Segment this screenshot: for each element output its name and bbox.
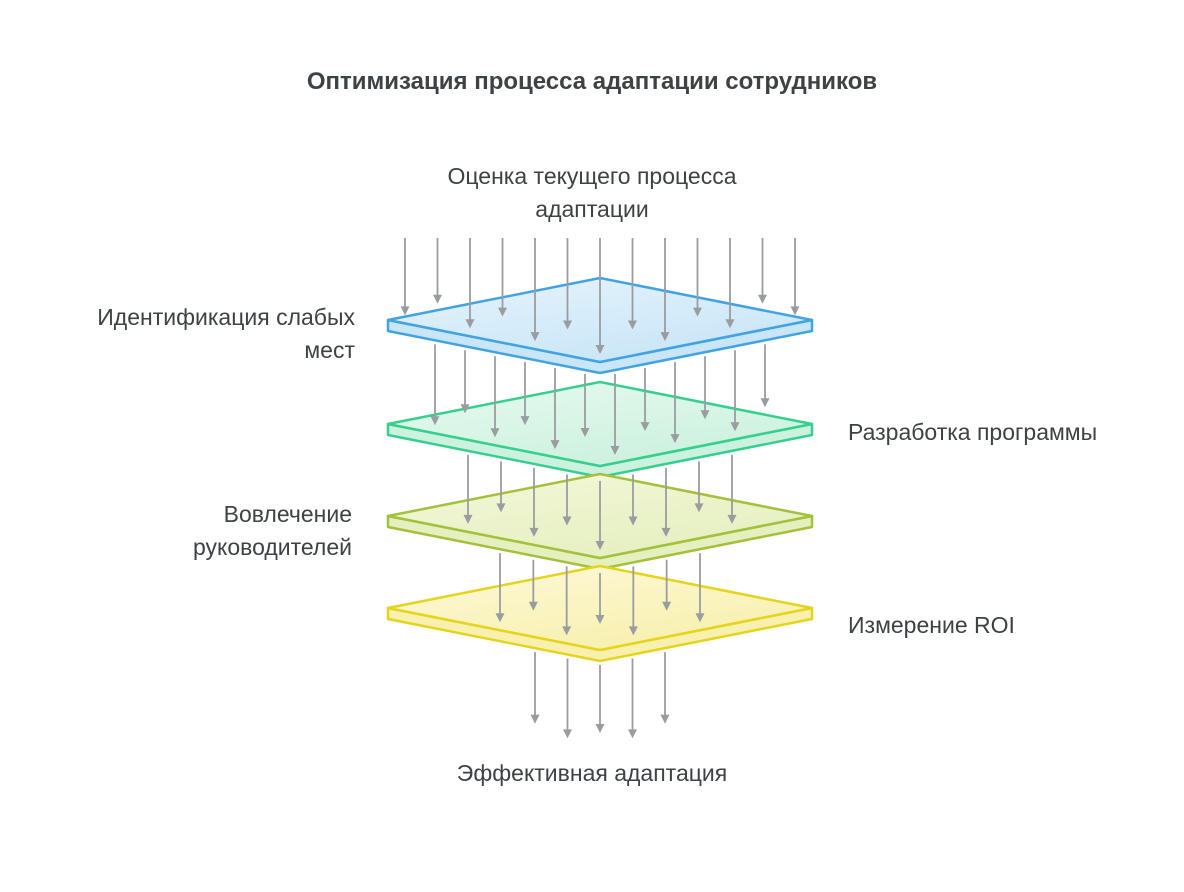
flow-arrow <box>693 238 702 317</box>
flow-arrow <box>628 238 637 330</box>
flow-arrow <box>661 467 671 537</box>
flow-arrow <box>498 238 507 317</box>
flow-arrow <box>660 652 670 724</box>
flow-arrow <box>400 238 410 316</box>
flow-arrow <box>628 658 637 739</box>
flow-arrow <box>695 553 705 623</box>
flow-arrow <box>530 238 540 342</box>
flow-arrow <box>610 374 620 456</box>
flow-arrow <box>727 454 737 524</box>
top-stage-label: Оценка текущего процесса адаптации <box>447 163 737 223</box>
flow-arrow <box>730 350 740 432</box>
flow-arrow <box>670 362 680 444</box>
flow-arrow <box>550 368 560 450</box>
flow-arrow <box>790 238 800 316</box>
layer-4-label: Измерение ROI <box>848 612 1015 638</box>
bottom-stage-label: Эффективная адаптация <box>456 760 728 786</box>
flow-arrow <box>520 362 530 426</box>
flow-arrow <box>694 461 704 513</box>
flow-arrow <box>562 566 572 636</box>
flow-arrow <box>433 238 442 304</box>
layer-1-label: Идентификация слабых мест <box>97 304 355 364</box>
flow-arrow <box>496 461 506 513</box>
flow-arrow <box>595 573 605 624</box>
flow-arrow <box>595 665 605 733</box>
flow-arrow <box>530 652 540 724</box>
flow-arrow <box>725 238 735 329</box>
flow-arrow <box>563 238 572 330</box>
flow-arrow <box>760 344 770 408</box>
flow-arrow <box>495 553 505 623</box>
flow-arrow <box>595 481 605 550</box>
flow-arrow <box>430 344 440 426</box>
flow-arrow <box>465 238 475 329</box>
flow-arrow <box>758 238 767 304</box>
diagram-title: Оптимизация процесса адаптации сотрудник… <box>306 68 878 95</box>
flow-arrow <box>628 566 638 636</box>
flow-arrow <box>460 350 470 414</box>
flow-arrow <box>528 559 538 611</box>
flow-arrow <box>660 238 670 342</box>
layer-2-label: Разработка программы <box>848 419 1098 445</box>
flow-arrow <box>640 368 650 432</box>
flow-arrow <box>563 658 572 739</box>
flow-arrow <box>662 559 672 611</box>
flow-arrow <box>529 467 539 537</box>
flow-arrow <box>628 474 638 526</box>
flow-arrow <box>700 356 710 420</box>
flow-arrow <box>463 454 473 524</box>
flow-arrow <box>595 238 605 354</box>
flow-arrow <box>580 374 590 438</box>
flow-arrow <box>490 356 500 438</box>
flow-arrow <box>562 474 572 526</box>
layer-3-label: Вовлечение руководителей <box>192 501 352 561</box>
plate-top-face <box>386 380 814 468</box>
layer-plate-2 <box>386 380 814 479</box>
